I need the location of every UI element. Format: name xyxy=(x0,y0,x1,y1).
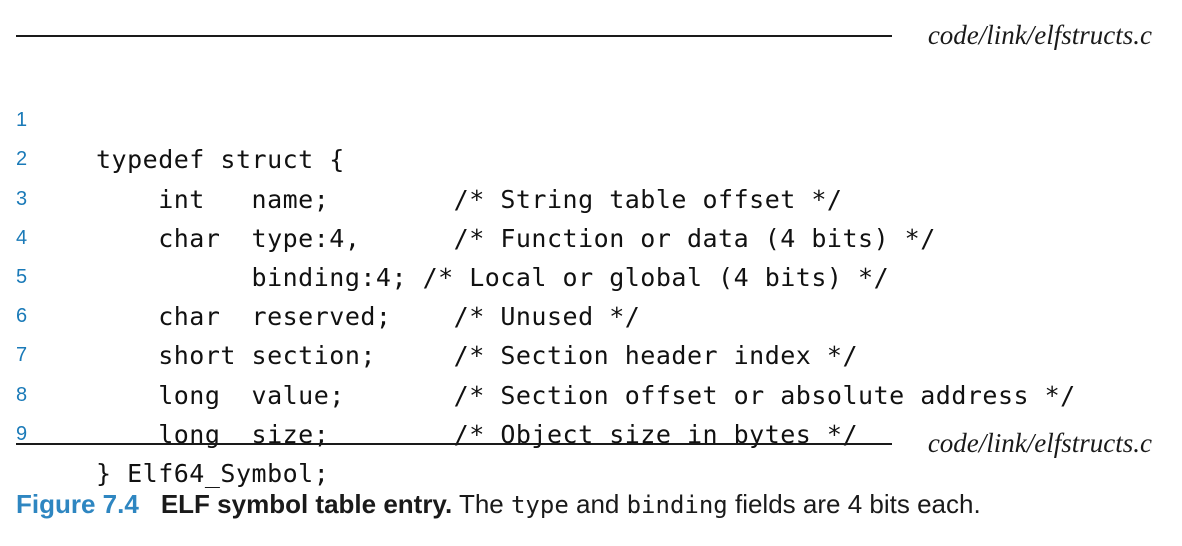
code-text: char reserved; /* Unused */ xyxy=(96,302,641,332)
figure-number: Figure 7.4 xyxy=(16,489,139,519)
code-line: 4 binding:4; /* Local or global (4 bits)… xyxy=(0,180,1182,292)
code-text: } Elf64_Symbol; xyxy=(96,458,330,488)
line-number: 8 xyxy=(16,383,28,406)
code-line: 3 char type:4, /* Function or data (4 bi… xyxy=(0,140,1182,253)
bottom-source-label: code/link/elfstructs.c xyxy=(927,428,1152,458)
code-line: 8 long size; /* Object size in bytes */ xyxy=(0,336,1182,449)
top-source-label: code/link/elfstructs.c xyxy=(927,20,1152,50)
line-number: 6 xyxy=(16,305,28,328)
code-listing: 1 typedef struct { 2 int name; /* String… xyxy=(0,62,1182,488)
code-text: long value; /* Section offset or absolut… xyxy=(96,380,1076,410)
figure-title: ELF symbol table entry. xyxy=(160,489,453,519)
code-line: 2 int name; /* String table offset */ xyxy=(0,101,1182,213)
line-number: 3 xyxy=(16,187,28,210)
line-number: 9 xyxy=(16,422,28,445)
code-text: int name; /* String table offset */ xyxy=(96,184,843,214)
code-line: 7 long value; /* Section offset or absol… xyxy=(0,297,1182,409)
top-source-rule: code/link/elfstructs.c xyxy=(16,20,1152,50)
line-number: 1 xyxy=(16,109,28,132)
caption-text: and xyxy=(568,489,627,519)
line-number: 7 xyxy=(16,344,28,367)
code-text: binding:4; /* Local or global (4 bits) *… xyxy=(96,262,890,292)
line-number: 2 xyxy=(16,148,28,171)
figure-caption: Figure 7.4 ELF symbol table entry. The ty… xyxy=(16,484,981,524)
code-line: 6 short section; /* Section header index… xyxy=(0,258,1182,370)
caption-code-type: type xyxy=(510,491,569,519)
top-rule-line xyxy=(16,35,892,37)
caption-text: The xyxy=(452,489,511,519)
code-line: 5 char reserved; /* Unused */ xyxy=(0,219,1182,331)
caption-text: fields are 4 bits each. xyxy=(727,489,981,519)
code-line: 9 } Elf64_Symbol; xyxy=(0,376,1182,488)
code-line: 1 typedef struct { xyxy=(0,62,1182,174)
code-text: typedef struct { xyxy=(96,145,345,175)
caption-code-binding: binding xyxy=(626,491,728,519)
bottom-rule-line xyxy=(16,443,892,445)
line-number: 4 xyxy=(16,226,28,249)
bottom-source-rule: code/link/elfstructs.c xyxy=(16,428,1152,458)
code-text: short section; /* Section header index *… xyxy=(96,341,859,371)
line-number: 5 xyxy=(16,265,28,288)
code-text: char type:4, /* Function or data (4 bits… xyxy=(96,223,936,253)
